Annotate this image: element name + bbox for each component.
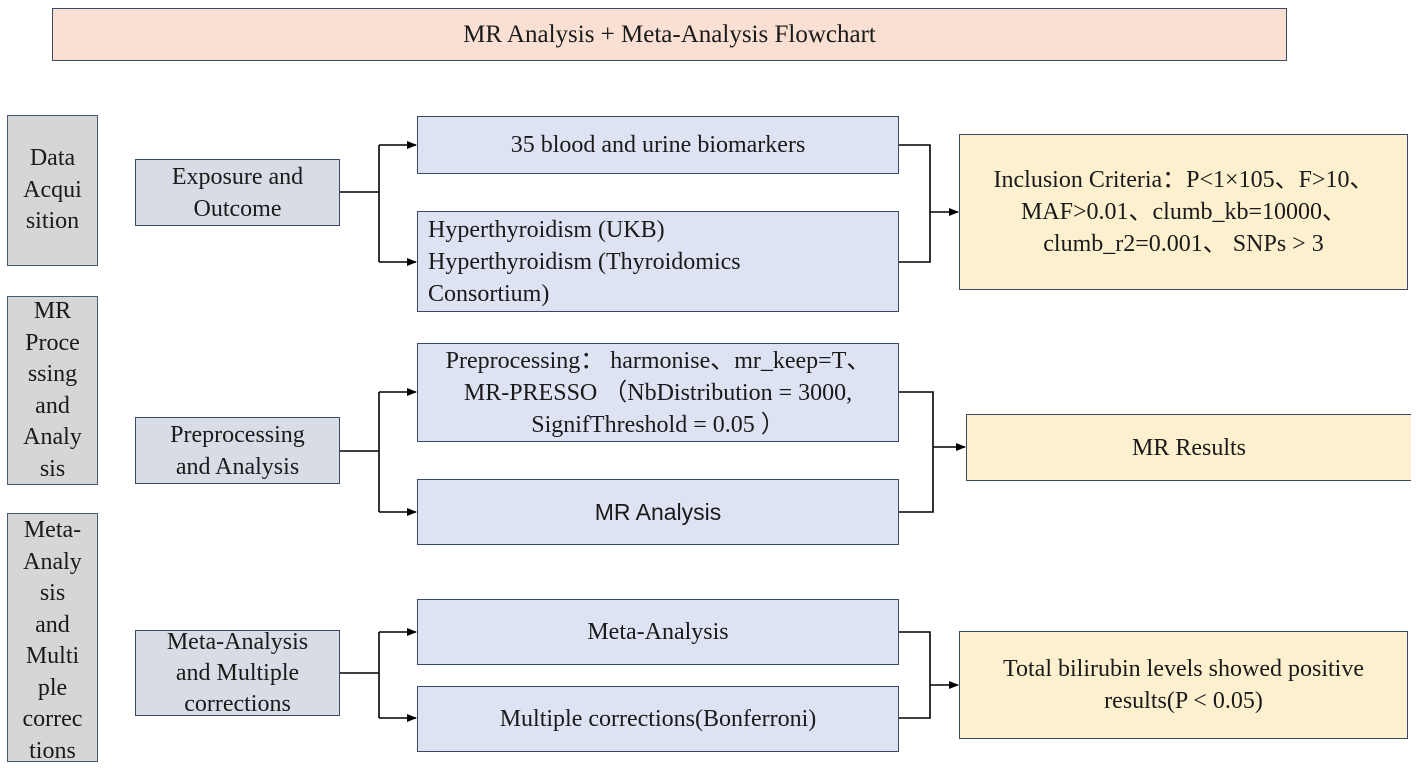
stage-label-line: sis [39,455,66,482]
branch-multiple-corrections: Multiple corrections(Bonferroni) [417,686,899,752]
branch-line: Meta-Analysis [587,619,729,645]
category-line: Exposure and [171,163,304,190]
branch-mr-analysis: MR Analysis [417,479,899,545]
result-inclusion-criteria: Inclusion Criteria：P<1×105、F>10、 MAF>0.0… [959,134,1408,290]
category-meta-analysis-corrections: Meta-Analysis and Multiple corrections [135,628,340,717]
category-line: Outcome [193,195,282,222]
flowchart-title: MR Analysis + Meta-Analysis Flowchart [52,8,1287,61]
category-line: and Multiple [175,659,300,686]
stage-label-line: Meta- [23,517,82,543]
branch-line: Hyperthyroidism (UKB) [428,216,665,243]
stage-label-line: Proce [25,329,80,356]
stage-label-line: correc [22,706,83,732]
branch-line: Multiple corrections(Bonferroni) [499,706,817,732]
stage-label-line: sis [39,580,66,606]
branch-line: MR Analysis [594,499,722,525]
result-line: Inclusion Criteria：P<1×105、F>10、 [993,167,1374,193]
stage-label-line: and [35,611,70,638]
connector-merge [899,144,931,263]
stage-mr-processing: MR Proce ssing and Analy sis [7,296,98,485]
result-line: MAF>0.01、clumb_kb=10000、 [1020,199,1347,225]
stage-label-line: and [35,392,70,419]
branch-line: Hyperthyroidism (Thyroidomics [428,248,741,275]
result-line: clumb_r2=0.001、 SNPs > 3 [1043,231,1324,257]
category-line: and Analysis [175,453,300,480]
branch-hyperthyroidism: Hyperthyroidism (UKB) Hyperthyroidism (T… [417,211,899,312]
stage-label-line: tions [29,737,76,764]
stage-label-line: ssing [27,361,78,387]
stage-data-acquisition: Data Acqui sition [7,115,98,266]
stage-meta-analysis: Meta- Analy sis and Multi ple correc tio… [7,513,98,764]
connector-merge [899,631,931,719]
branch-line: Consortium) [428,280,550,307]
branch-preprocessing: Preprocessing： harmonise、mr_keep=T、 MR-P… [417,343,899,442]
result-total-bilirubin: Total bilirubin levels showed positive r… [959,631,1408,739]
stage-label-line: ple [37,674,68,701]
result-line: results(P < 0.05) [1104,688,1263,714]
category-line: Meta-Analysis [166,628,309,655]
result-line: MR Results [1131,434,1247,461]
branch-biomarkers: 35 blood and urine biomarkers [417,116,899,174]
connector-merge [899,391,934,513]
branch-line: 35 blood and urine biomarkers [510,132,806,158]
branch-line: SignifThreshold = 0.05 ） [531,411,785,438]
category-line: corrections [184,690,291,717]
stage-label-line: Multi [25,643,80,669]
category-exposure-outcome: Exposure and Outcome [135,159,340,226]
stage-label-line: Acqui [23,176,82,203]
branch-line: Preprocessing： harmonise、mr_keep=T、 [445,347,871,374]
stage-label-line: Analy [23,424,82,450]
category-line: Preprocessing [170,421,305,448]
stage-label-line: MR [33,298,72,324]
category-preprocessing-analysis: Preprocessing and Analysis [135,417,340,484]
flowchart-title-text: MR Analysis + Meta-Analysis Flowchart [463,20,876,48]
stage-label-line: sition [25,208,80,235]
result-mr-results: MR Results [966,414,1411,481]
branch-line: MR-PRESSO （NbDistribution = 3000, [463,379,853,406]
stage-label-line: Analy [23,548,82,575]
result-line: Total bilirubin levels showed positive [1003,656,1364,682]
stage-label-line: Data [29,145,76,172]
branch-meta-analysis: Meta-Analysis [417,599,899,665]
